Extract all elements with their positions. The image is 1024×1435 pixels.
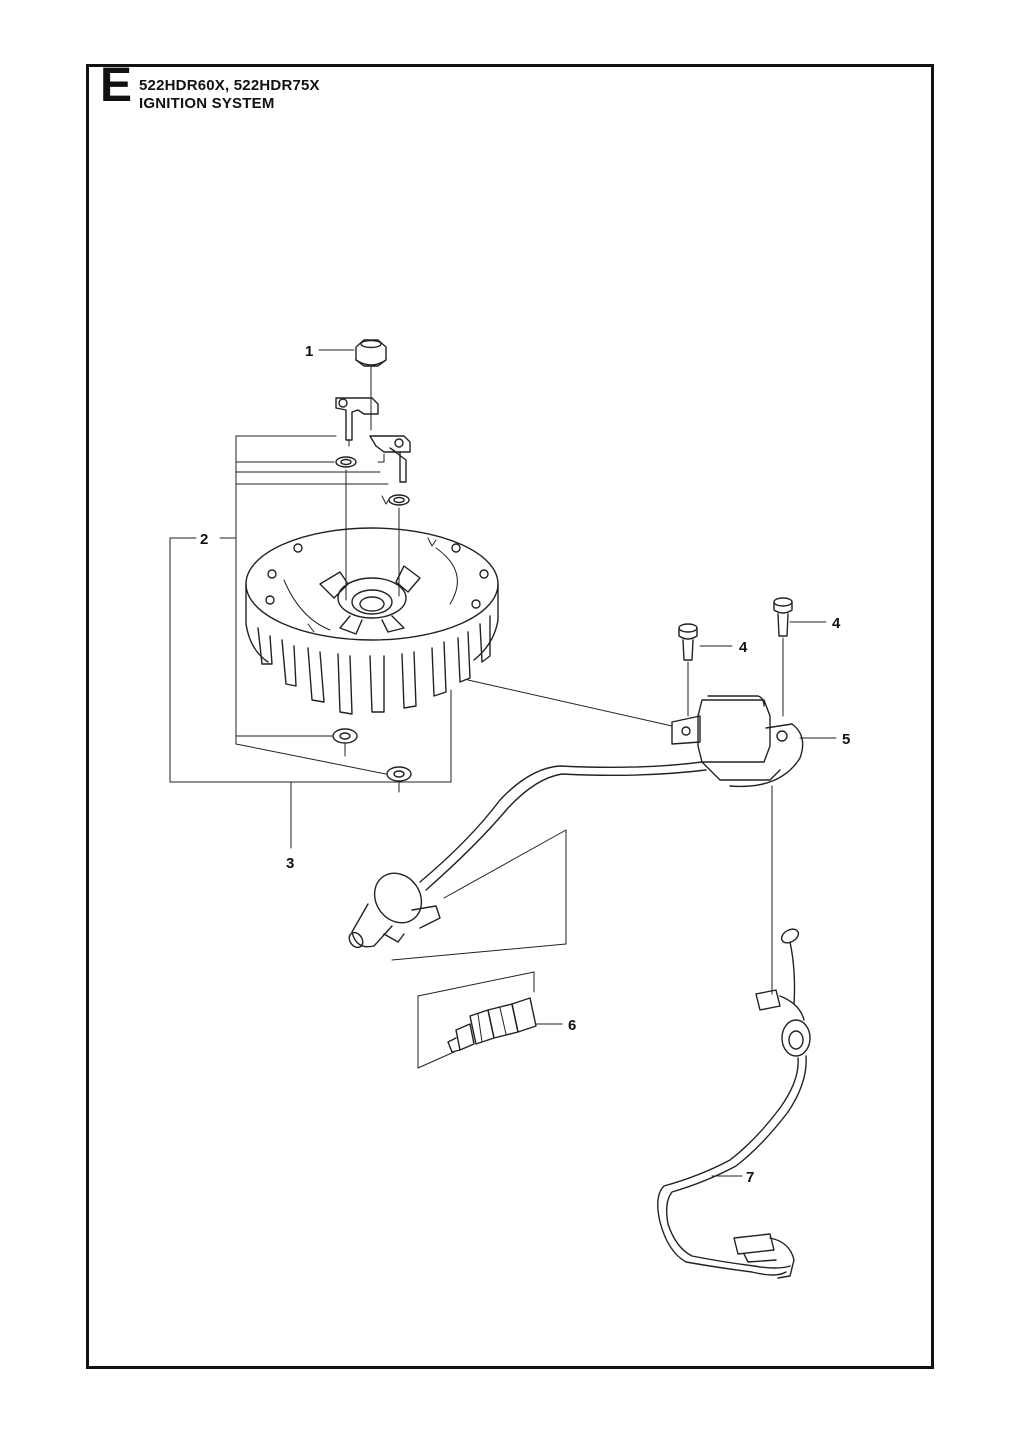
callout-1: 1 <box>305 343 313 360</box>
section-letter: E <box>100 59 133 112</box>
flywheel <box>245 527 499 715</box>
leader-plug-cap-box <box>391 829 567 961</box>
callout-2: 2 <box>200 531 208 548</box>
ignition-module <box>671 695 804 788</box>
callout-6: 6 <box>568 1017 576 1034</box>
ignition-module-screw-b <box>773 597 793 637</box>
callout-4b: 4 <box>832 615 841 632</box>
callout-4a: 4 <box>739 639 748 656</box>
leader-item-3 <box>169 537 452 849</box>
leader-item-2 <box>219 435 400 793</box>
spark-plug <box>447 997 537 1053</box>
callout-7: 7 <box>746 1169 754 1186</box>
washer-lower <box>386 766 412 782</box>
ht-lead <box>419 761 707 891</box>
diagram-title: IGNITION SYSTEM <box>139 95 275 112</box>
flywheel-nut <box>355 339 387 367</box>
pawl-spring-upper <box>335 456 357 468</box>
page-border <box>86 64 934 1369</box>
callout-3: 3 <box>286 855 294 872</box>
starter-pawl-left <box>335 397 379 447</box>
spark-plug-cap <box>348 872 441 949</box>
leader-item-6 <box>417 971 563 1069</box>
model-list: 522HDR60X, 522HDR75X <box>139 77 320 94</box>
washer-upper <box>332 728 358 744</box>
starter-pawl-right <box>369 435 411 483</box>
stop-switch-wire <box>657 928 811 1279</box>
callout-5: 5 <box>842 731 850 748</box>
leader-item-4 <box>687 621 827 717</box>
ignition-module-screw-a <box>678 623 698 661</box>
pawl-spring-lower <box>381 494 410 506</box>
